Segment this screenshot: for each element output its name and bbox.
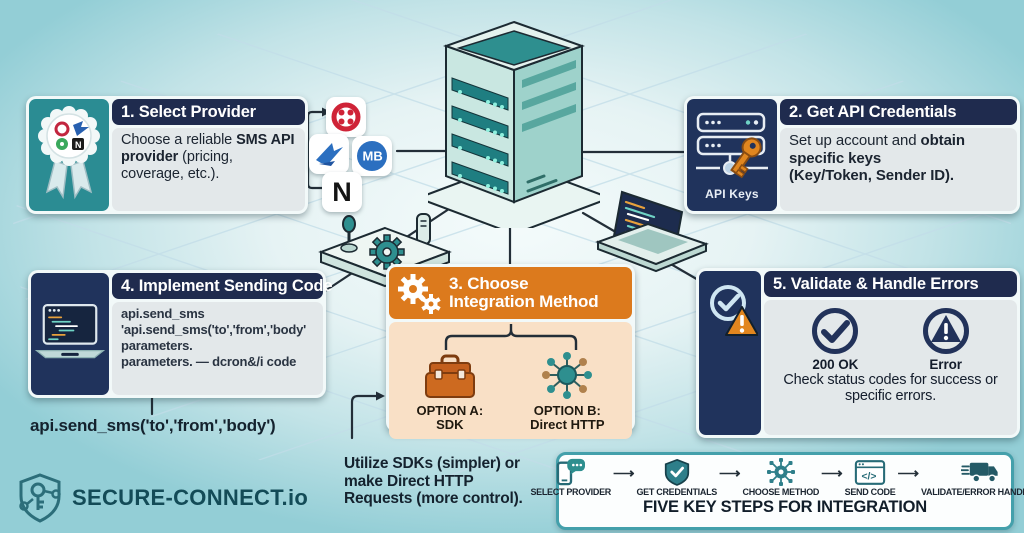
- code-glyph: </>: [862, 471, 877, 482]
- api-keys-label: API Keys: [705, 186, 759, 201]
- option-a: OPTION A:SDK: [416, 354, 483, 433]
- code-laptop-icon: [35, 304, 105, 359]
- award-badge-icon: N: [38, 106, 100, 200]
- n-logo-text: N: [332, 176, 352, 207]
- step4-header: 4. Implement Sending Code: [112, 273, 333, 300]
- split-bracket: [444, 324, 577, 350]
- step2-body-post: (Key/Token, Sender ID).: [789, 167, 954, 185]
- error-status: Error: [898, 306, 994, 373]
- mini-bird-logo: [73, 121, 89, 136]
- server-tower-illustration: [428, 20, 600, 228]
- messagebird-logo: MB: [352, 136, 392, 176]
- sdk-note-text: Utilize SDKs (simpler) or make Direct HT…: [344, 455, 523, 507]
- option-b-label: OPTION B:: [533, 403, 601, 418]
- phone-chat-icon: [556, 458, 585, 486]
- summary-label: SELECT PROVIDER: [530, 487, 611, 497]
- step3-header-line2: Integration Method: [449, 292, 599, 311]
- shield-key-icon: [19, 473, 61, 523]
- ok-label: 200 OK: [812, 357, 859, 373]
- step4-box: 4. Implement Sending Code api.send_sms '…: [28, 270, 333, 398]
- brand-logo: SECURE-CONNECT.io: [16, 472, 308, 524]
- step5-header: 5. Validate & Handle Errors: [764, 271, 1017, 298]
- mini-n-logo: [72, 138, 84, 150]
- code-line: parameters.: [121, 338, 193, 354]
- bird-logo: [309, 134, 349, 174]
- step1-header: 1. Select Provider: [112, 99, 305, 126]
- step2-icon-panel: API Keys: [687, 99, 777, 211]
- step3-body: OPTION A:SDK O: [389, 322, 632, 439]
- summary-item-send-code: </> SEND CODE: [844, 458, 897, 497]
- summary-label: CHOOSE METHOD: [742, 487, 820, 497]
- flow-arrow-icon: ⟶: [897, 465, 919, 482]
- toolbox-icon: [424, 354, 475, 398]
- code-line: api.send_sms: [121, 306, 205, 322]
- brand-name: SECURE-CONNECT.io: [72, 485, 309, 510]
- shield-check-icon: [664, 458, 689, 486]
- step5-box: 5. Validate & Handle Errors 200 OK: [696, 268, 1020, 438]
- error-triangle-icon: [922, 308, 969, 355]
- step4-icon-panel: [31, 273, 109, 395]
- step5-icon-panel: [699, 271, 761, 435]
- nexmo-logo: N: [322, 172, 362, 212]
- svg-text:N: N: [75, 140, 82, 150]
- api-keys-icon: [696, 112, 768, 178]
- summary-title: FIVE KEY STEPS FOR INTEGRATION: [642, 498, 927, 516]
- mb-logo-text: MB: [363, 149, 383, 164]
- error-label: Error: [929, 357, 962, 373]
- code-line: parameters. — dcron&/i code: [121, 353, 297, 369]
- summary-item-validate: VALIDATE/ERROR HANDLER: [920, 458, 1024, 497]
- ok-status: 200 OK: [787, 306, 883, 373]
- gears-icon: [398, 274, 441, 314]
- step1-box: N 1. Select Provider Choose a reliable S…: [26, 96, 308, 214]
- step2-body-text: Set up account and: [789, 132, 921, 150]
- code-line: 'api.send_sms('to','from','body': [121, 322, 306, 338]
- step1-icon-panel: N: [29, 99, 109, 211]
- flow-arrow-icon: ⟶: [612, 465, 635, 482]
- step2-body-bold: obtain specific keys: [789, 132, 965, 167]
- step5-caption: Check status codes for success or specif…: [783, 371, 998, 404]
- code-snippet-text: api.send_sms('to','from','body'): [30, 416, 276, 435]
- flow-arrow-icon: ⟶: [719, 465, 741, 482]
- mini-twilio-logo: [54, 121, 70, 137]
- code-window-icon: </>: [854, 459, 886, 485]
- step5-body: 200 OK Error Check status codes for succ…: [764, 300, 1017, 435]
- gear-hub-icon: [766, 458, 795, 486]
- validate-icon: [710, 285, 758, 336]
- option-a-label: OPTION A:: [416, 403, 484, 418]
- option-a-value: SDK: [436, 417, 464, 433]
- summary-item-choose-method: CHOOSE METHOD: [742, 458, 821, 497]
- note-arrow: [350, 394, 378, 440]
- step1-body: Choose a reliable SMS API provider (pric…: [112, 128, 305, 211]
- step2-body: Set up account and obtain specific keys …: [780, 128, 1017, 211]
- check-circle-icon: [812, 308, 859, 355]
- twilio-logo: [326, 97, 366, 137]
- step2-header: 2. Get API Credentials: [780, 99, 1017, 126]
- step1-body-text: Choose a reliable: [121, 132, 237, 149]
- flow-arrow-icon: ⟶: [821, 465, 843, 482]
- summary-label: SEND CODE: [844, 487, 896, 497]
- step4-body: api.send_sms 'api.send_sms('to','from','…: [112, 302, 323, 395]
- option-b: OPTION B:Direct HTTP: [530, 350, 605, 433]
- laptop-illustration: [595, 190, 709, 273]
- summary-steps-row: SELECT PROVIDER ⟶ GET CREDENTIALS ⟶: [529, 458, 1024, 497]
- summary-bar: SELECT PROVIDER ⟶ GET CREDENTIALS ⟶: [530, 452, 1024, 530]
- summary-label: VALIDATE/ERROR HANDLER: [920, 487, 1024, 497]
- step1-body-post: (pricing, coverage, etc.).: [121, 149, 233, 182]
- step1-body-bold: SMS API provider: [121, 132, 295, 166]
- arrowhead-icon: [376, 391, 385, 401]
- step2-box: API Keys 2. Get API Credentials Set up a…: [684, 96, 1020, 214]
- option-b-value: Direct HTTP: [530, 417, 605, 433]
- network-hub-icon: [542, 352, 593, 399]
- step3-header-line1: 3. Choose: [449, 273, 529, 293]
- summary-item-select-provider: SELECT PROVIDER: [529, 458, 612, 497]
- truck-icon: [961, 462, 998, 483]
- summary-item-get-credentials: GET CREDENTIALS: [635, 458, 718, 497]
- key-icon: [730, 136, 762, 178]
- summary-label: GET CREDENTIALS: [636, 487, 717, 497]
